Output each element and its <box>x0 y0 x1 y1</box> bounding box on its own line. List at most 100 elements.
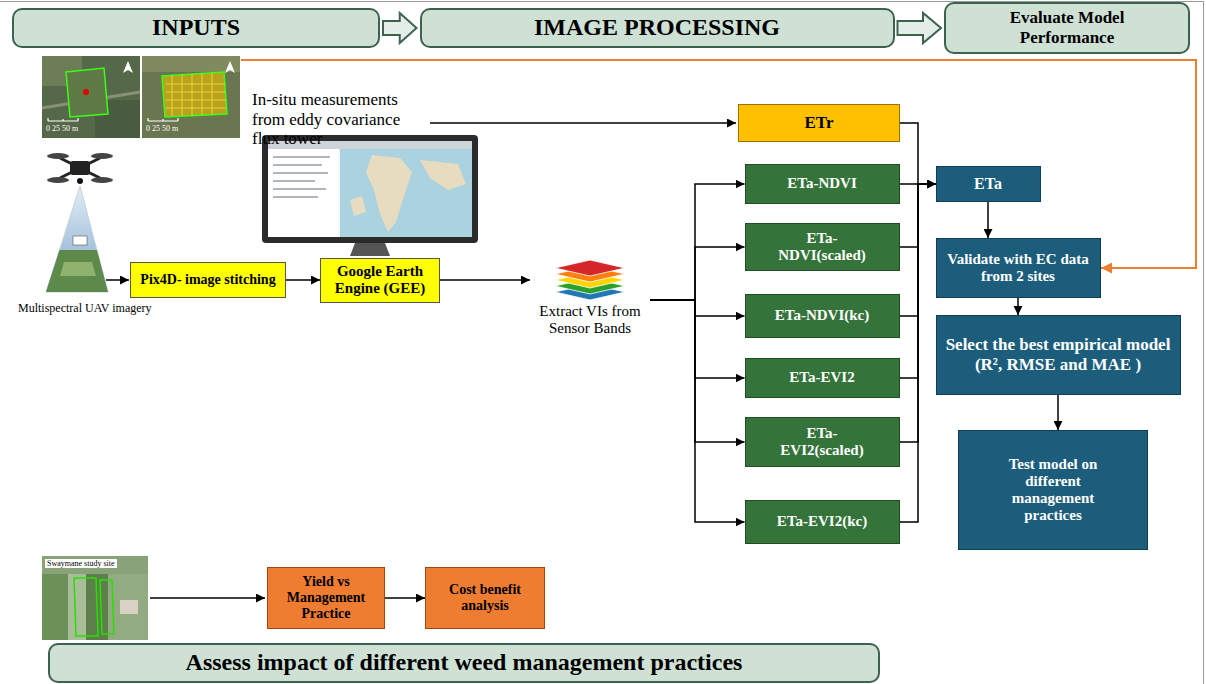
node-text: IMAGE PROCESSING <box>534 14 780 42</box>
validation-link <box>241 60 1196 268</box>
flow-arrow <box>1057 395 1059 430</box>
analysis-box: Cost benefit analysis <box>425 567 545 629</box>
flow-arrow <box>150 597 265 599</box>
satellite-image <box>140 56 142 138</box>
flow-arrow <box>440 279 530 281</box>
node-text: ETr <box>805 113 834 133</box>
scale-label: 0 25 50 m <box>146 124 178 133</box>
flow-arrow <box>650 300 745 442</box>
flow-arrow <box>286 279 320 281</box>
process-box: Pix4D- image stitching <box>130 262 286 298</box>
node-text: ETa-EVI2(scaled) <box>768 425 876 460</box>
image-caption: Multispectral UAV imagery <box>18 302 152 316</box>
process-label: Extract VIs from Sensor Bands <box>530 258 650 342</box>
satellite-image <box>142 56 240 72</box>
model-box: ETa-NDVI(kc) <box>745 294 900 338</box>
node-text: Cost benefit analysis <box>432 582 538 614</box>
node-text: Yield vs Management Practice <box>274 574 378 622</box>
monitor-icon <box>366 155 412 232</box>
scale-label: 0 25 50 m <box>46 124 78 133</box>
flow-arrow <box>1017 298 1019 315</box>
process-box: Test model on different management pract… <box>958 430 1148 550</box>
satellite-image <box>142 56 240 138</box>
drone-icon <box>47 177 69 183</box>
monitor-icon <box>340 149 472 237</box>
study-site-image <box>42 556 148 640</box>
model-box: ETa-NDVI(scaled) <box>745 223 900 271</box>
satellite-image <box>42 56 240 138</box>
sensor-footprint <box>46 186 108 292</box>
flow-arrow <box>650 184 745 300</box>
drone-icon <box>47 153 69 159</box>
stage-header: INPUTS <box>12 8 380 48</box>
monitor-icon <box>350 196 366 216</box>
monitor-icon <box>262 135 478 243</box>
satellite-image <box>66 68 108 117</box>
process-box: Select the best empirical model (R², RMS… <box>936 315 1181 395</box>
flow-arrow <box>106 279 129 281</box>
model-box: ETa-EVI2 <box>745 358 900 398</box>
monitor-icon <box>262 135 478 256</box>
model-box: ETa-NDVI <box>745 164 900 204</box>
drone-icon <box>47 153 113 184</box>
monitor-icon <box>420 160 466 190</box>
node-text: ETa-NDVI(scaled) <box>768 230 876 265</box>
satellite-image <box>225 61 235 73</box>
objective-band: Assess impact of different weed manageme… <box>48 643 880 683</box>
drone-icon <box>77 178 83 184</box>
flow-arrow <box>987 202 989 238</box>
node-text: Validate with EC data from 2 sites <box>943 251 1094 286</box>
drone-icon <box>91 153 113 159</box>
flow-arrow <box>650 300 745 522</box>
image-caption: Swaymane study site <box>45 559 117 568</box>
satellite-image <box>166 73 226 116</box>
monitor-icon <box>268 149 338 237</box>
flow-arrow <box>650 300 745 316</box>
node-text: Extract VIs from Sensor Bands <box>536 303 644 338</box>
platform-box: Google Earth Engine (GEE) <box>320 258 440 303</box>
node-text: ETa-EVI2 <box>789 369 854 386</box>
sensor-footprint <box>46 250 108 292</box>
process-box: Validate with EC data from 2 sites <box>936 238 1101 298</box>
annotation-label: In-situ measurements from eddy covarianc… <box>252 90 417 149</box>
model-box: ETa-EVI2(scaled) <box>745 417 900 467</box>
drone-icon <box>60 158 100 178</box>
input-box: ETr <box>738 104 900 142</box>
model-box: ETa-EVI2(kc) <box>745 500 900 544</box>
satellite-image <box>162 72 227 117</box>
satellite-image <box>48 118 78 121</box>
study-site-image <box>100 580 114 634</box>
flow-arrow <box>385 597 425 599</box>
satellite-image <box>148 118 178 121</box>
drone-icon <box>70 161 90 175</box>
monitor-icon <box>350 243 390 256</box>
node-text: Evaluate Model Performance <box>992 8 1142 47</box>
study-site-image <box>68 574 86 640</box>
node-text: Pix4D- image stitching <box>140 272 275 288</box>
output-box: ETa <box>936 166 1041 202</box>
monitor-icon <box>273 157 330 197</box>
flow-arrow <box>650 300 745 378</box>
layers-icon <box>555 260 625 276</box>
node-text: Test model on different management pract… <box>988 456 1118 525</box>
satellite-image <box>83 89 89 95</box>
node-text: ETa <box>974 175 1002 193</box>
stage-arrow <box>898 13 942 43</box>
node-text: ETa-NDVI(kc) <box>775 307 869 324</box>
layers-icon <box>555 260 625 300</box>
sensor-footprint <box>46 186 108 292</box>
flow-arrow <box>900 184 936 522</box>
satellite-image <box>123 61 133 73</box>
node-text: Select the best empirical model (R², RMS… <box>943 335 1174 374</box>
node-text: Assess impact of different weed manageme… <box>186 649 743 677</box>
satellite-image <box>42 56 140 138</box>
stage-header: IMAGE PROCESSING <box>420 8 895 48</box>
flow-arrow <box>430 122 736 124</box>
drone-icon <box>91 177 113 183</box>
node-text: INPUTS <box>152 14 240 42</box>
stage-arrow <box>383 13 417 43</box>
study-site-image <box>120 600 138 614</box>
node-text: ETa-NDVI <box>787 175 856 192</box>
